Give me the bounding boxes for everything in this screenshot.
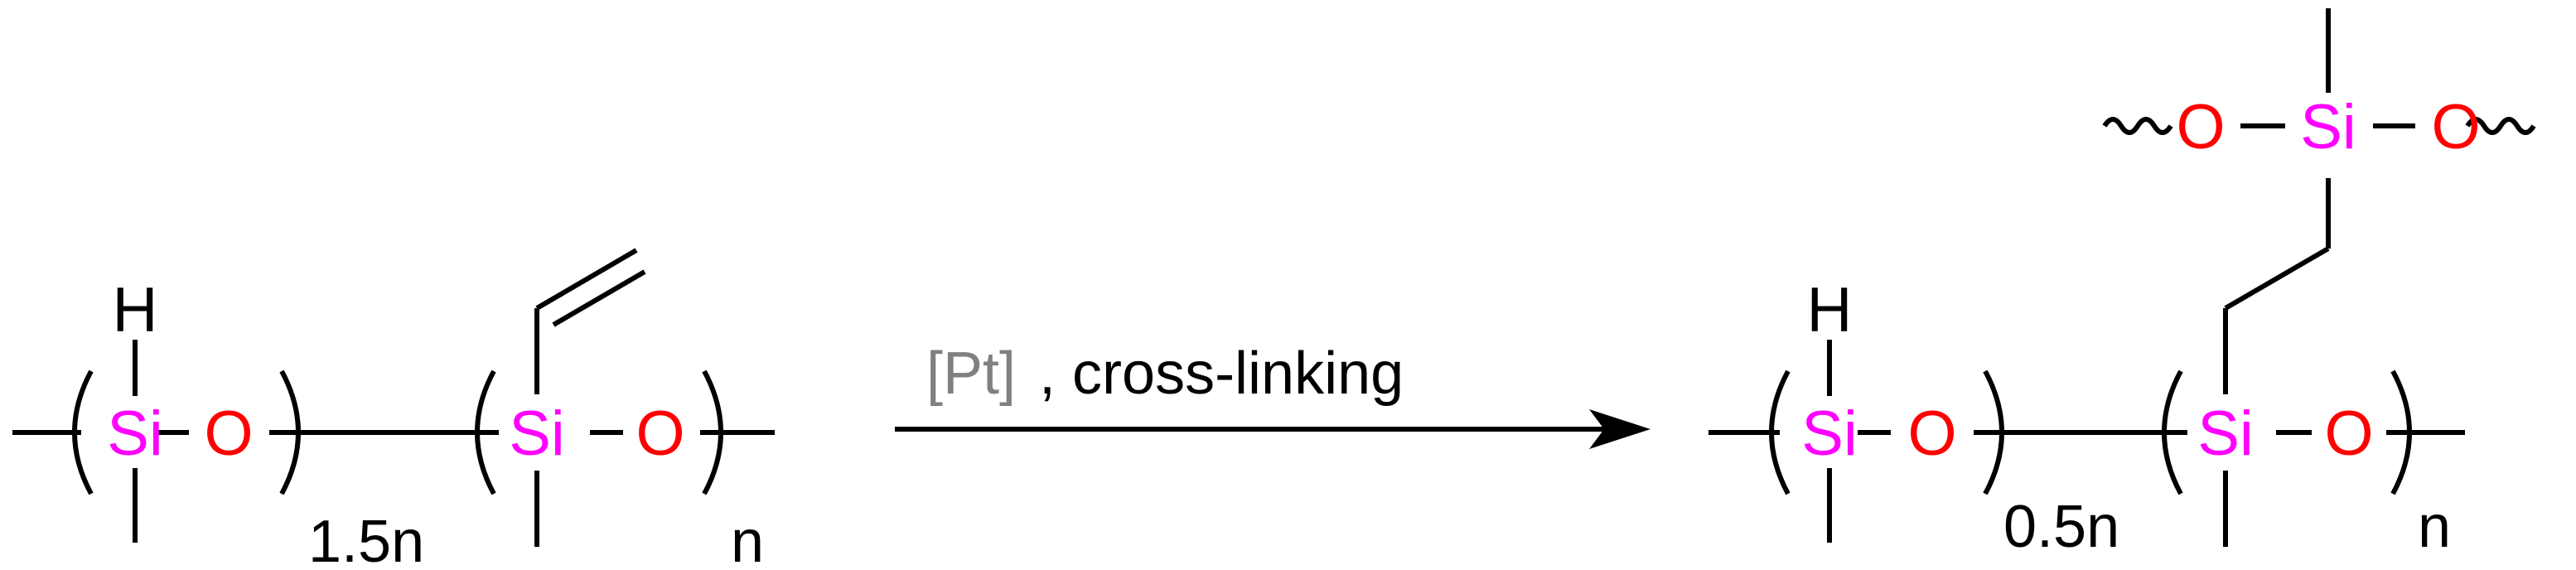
reactant-unit1-subscript: 1.5n [308, 509, 424, 570]
product-oxygen-atom-2: O [2324, 399, 2373, 469]
reactant-unit2-subscript: n [731, 509, 764, 570]
reactant-vinyl-double-bond-2 [552, 269, 646, 327]
reaction-condition-label: , cross-linking [1039, 341, 1404, 407]
product-unit1-open-bracket [1769, 370, 1791, 495]
reactant-unit1-close-bracket [279, 370, 301, 495]
product-unit2-open-bracket [2162, 370, 2183, 495]
product-network: H Si O Si O O Si O 0.5n n [1708, 8, 2536, 560]
product-unit1-close-bracket [1983, 370, 2004, 495]
product-silicon-atom-1: Si [1801, 399, 1858, 469]
product-left-wavy-bond-icon [2102, 117, 2173, 135]
product-crosslink-oxygen-left: O [2176, 92, 2225, 162]
product-right-wavy-bond-icon [2465, 117, 2536, 135]
product-hydrogen-atom: H [1807, 275, 1853, 345]
reactant-oxygen-atom-2: O [636, 399, 684, 469]
reactant-unit2-close-bracket [702, 370, 723, 495]
reaction-arrow-head-icon [1589, 409, 1650, 449]
product-crosslink-oxygen-right: O [2431, 92, 2480, 162]
reactant-silicon-atom-2: Si [509, 399, 565, 469]
reaction-arrow-group: [Pt], cross-linking [895, 341, 1650, 449]
reactant-hydrogen-atom: H [113, 275, 158, 345]
catalyst-label: [Pt], cross-linking [926, 341, 1404, 407]
reactant-unit1-open-bracket [72, 370, 94, 495]
product-unit2-close-bracket [2390, 370, 2412, 495]
product-silicon-atom-2: Si [2197, 399, 2254, 469]
reactant-vinyl-double-bond-1 [535, 248, 638, 311]
product-unit2-subscript: n [2418, 494, 2451, 560]
reactant-oxygen-atom-1: O [204, 399, 253, 469]
reactant-polymer: H Si O Si O 1.5n n [12, 248, 775, 570]
reactant-silicon-atom-1: Si [107, 399, 163, 469]
product-crosslink-silicon-atom: Si [2300, 92, 2356, 162]
product-unit1-subscript: 0.5n [2003, 494, 2119, 560]
product-ethylene-bond [2224, 246, 2330, 311]
product-oxygen-atom-1: O [1907, 399, 1956, 469]
reactant-unit2-open-bracket [475, 370, 496, 495]
